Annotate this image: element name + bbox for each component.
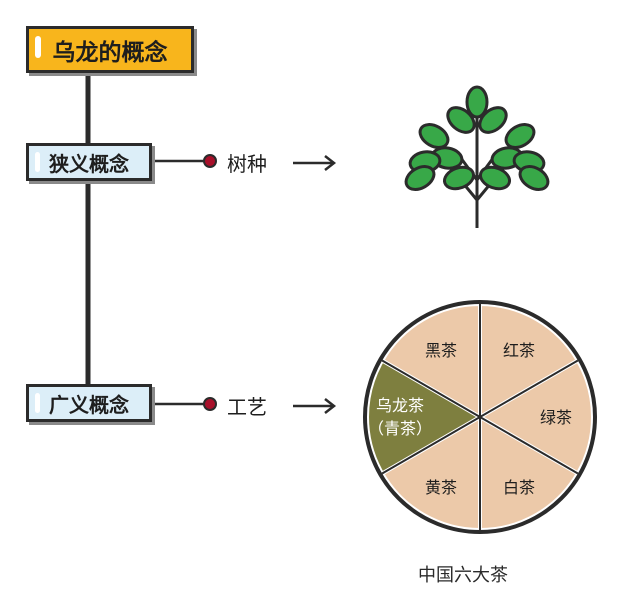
leaf-shape: [518, 165, 550, 191]
arrow-right-icon: [293, 398, 337, 414]
broad-target-label: 工艺: [227, 395, 267, 419]
narrow-concept-box: 狭义概念: [26, 143, 152, 181]
wheel-segment-label: 黑茶: [425, 341, 457, 360]
highlight-bar: [35, 152, 40, 172]
highlight-bar: [35, 393, 40, 413]
narrow-target-label: 树种: [227, 152, 267, 176]
wheel-segment: [379, 301, 482, 421]
wheel-segment-label: 红茶: [503, 341, 535, 360]
leaf-shape: [478, 106, 508, 134]
bullet-dot-icon: [203, 154, 217, 168]
leaf-shape: [442, 165, 476, 191]
broad-concept-label: 广义概念: [49, 392, 129, 417]
wheel-segment: [379, 413, 482, 533]
leaf-shape: [504, 123, 536, 149]
broad-concept-box: 广义概念: [26, 384, 152, 422]
bullet-dot-icon: [203, 397, 217, 411]
title-box: 乌龙的概念: [26, 26, 194, 73]
arrow-right-icon: [293, 155, 337, 171]
wheel-segment-label: 白茶: [503, 478, 535, 497]
wheel-segment-sublabel: （青茶）: [368, 419, 432, 438]
wheel-divider: [479, 416, 579, 475]
page-title: 乌龙的概念: [52, 39, 168, 66]
wheel-segment-label: 黄茶: [425, 478, 457, 497]
wheel-divider: [381, 359, 481, 418]
plant-icon: [404, 85, 550, 228]
narrow-concept-label: 狭义概念: [49, 151, 129, 176]
wheel-caption: 中国六大茶: [418, 565, 508, 586]
leaf-shape: [446, 106, 476, 134]
wheel-divider: [381, 416, 481, 475]
wheel-segment: [478, 413, 581, 533]
leaf-shape: [404, 165, 436, 191]
leaf-shape: [465, 85, 489, 119]
wheel-segment: [478, 301, 581, 421]
wheel-segment-label: 乌龙茶: [376, 396, 424, 415]
leaf-shape: [418, 123, 450, 149]
wheel-divider: [479, 359, 579, 418]
highlight-bar: [35, 36, 41, 58]
wheel-border: [363, 300, 597, 534]
wheel-segment-label: 绿茶: [540, 408, 572, 427]
leaf-shape: [478, 165, 512, 191]
